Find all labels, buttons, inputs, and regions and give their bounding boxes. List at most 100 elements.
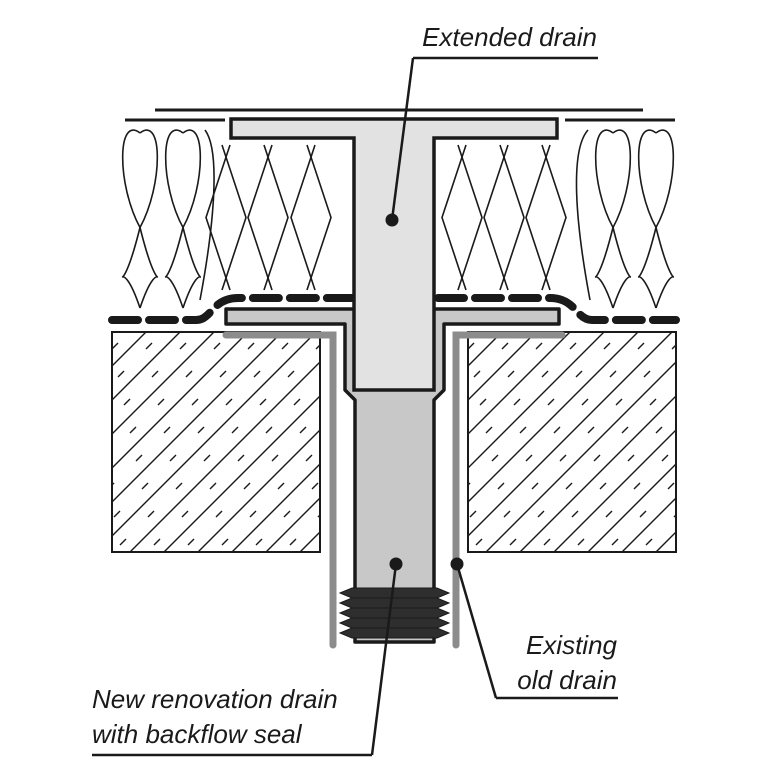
hatch-dash	[187, 538, 195, 546]
hatch-dash	[460, 539, 466, 545]
hatch-dash	[259, 398, 267, 406]
hatch-dash	[690, 343, 696, 349]
label-existing-line1: Existing	[526, 630, 618, 660]
hatch-line	[163, 395, 320, 552]
hatch-dash	[730, 455, 736, 461]
hatch-dash	[509, 538, 517, 546]
hatch-dash	[667, 482, 675, 490]
hatch-dash	[442, 455, 448, 461]
hatch-dash	[287, 370, 295, 378]
hatch-dash	[80, 511, 86, 517]
leader-old-drain	[450, 557, 618, 700]
hatch-line	[231, 463, 320, 552]
hatch-dash	[718, 399, 724, 405]
hatch-line	[621, 497, 676, 552]
hatch-dash	[696, 455, 702, 461]
hatch-dash	[213, 342, 221, 350]
hatch-line	[519, 395, 676, 552]
insulation-loop	[164, 129, 202, 309]
hatch-line	[112, 332, 215, 435]
hatch-line	[468, 332, 571, 435]
hatch-dash	[179, 342, 187, 350]
hatch-dash	[577, 538, 585, 546]
existing-old-drain	[222, 331, 566, 649]
insulation-strand	[457, 144, 483, 291]
hatch-dash	[547, 398, 555, 406]
seal-ridge	[338, 587, 451, 599]
insulation-strand	[306, 144, 332, 291]
hatch-dash	[151, 370, 159, 378]
hatch-dash	[615, 398, 623, 406]
hatch-dash	[475, 538, 483, 546]
hatch-dash	[752, 399, 758, 405]
hatch-dash	[519, 426, 527, 434]
hatch-dash	[322, 371, 328, 377]
hatch-dash	[163, 426, 171, 434]
hatch-dash	[265, 426, 273, 434]
hatch-line	[587, 463, 676, 552]
insulation-strand	[263, 144, 289, 291]
hatch-dash	[102, 455, 108, 461]
hatch-dash	[553, 426, 561, 434]
hatch-dash	[185, 370, 193, 378]
hatch-dash	[340, 539, 346, 545]
hatch-dash	[340, 455, 346, 461]
hatch-line	[112, 332, 283, 503]
hatch-line	[197, 429, 320, 552]
hatch-dash	[317, 514, 320, 518]
hatch-dash	[639, 510, 647, 518]
label-new-drain-line2: with backflow seal	[92, 719, 303, 749]
leader-extended-drain	[385, 56, 598, 227]
hatch-dash	[52, 539, 58, 545]
seal-ridge	[338, 617, 451, 629]
hatch-dash	[497, 482, 505, 490]
hatch-dash	[305, 454, 313, 462]
hatch-line	[724, 332, 768, 552]
hatch-dash	[181, 510, 189, 518]
hatch-dash	[690, 427, 696, 433]
hatch-dash	[18, 539, 24, 545]
hatch-dash	[469, 510, 477, 518]
hatch-dash	[599, 482, 607, 490]
insulation-right	[441, 129, 675, 309]
insulation-loop	[637, 129, 675, 309]
hatch-dash	[221, 538, 229, 546]
hatch-dash	[503, 510, 511, 518]
hatch-dash	[243, 482, 251, 490]
hatch-dash	[6, 483, 12, 489]
hatch-dash	[513, 398, 521, 406]
membrane	[108, 294, 680, 324]
hatch-dash	[468, 482, 471, 486]
hatch-line	[468, 332, 673, 537]
insulation-strand	[575, 129, 591, 301]
hatch-dash	[736, 483, 742, 489]
hatch-dash	[702, 483, 708, 489]
hatch-line	[553, 429, 676, 552]
hatch-line	[265, 497, 320, 552]
hatch-line	[758, 332, 768, 552]
hatch-dash	[507, 370, 515, 378]
hatch-dash	[446, 399, 452, 405]
hatch-line	[129, 361, 320, 552]
hatch-dash	[112, 482, 115, 486]
hatch-dash	[543, 538, 551, 546]
hatch-dash	[62, 427, 68, 433]
hatch-dash	[90, 399, 96, 405]
hatch-dash	[191, 398, 199, 406]
hatch-dash	[637, 342, 645, 350]
hatch-dash	[209, 482, 217, 490]
hatch-dash	[40, 483, 46, 489]
hatch-dash	[680, 539, 686, 545]
hatch-dash	[611, 538, 619, 546]
hatch-dash	[281, 342, 289, 350]
hatch-dash	[157, 398, 165, 406]
hatch-dash	[113, 510, 121, 518]
insulation-strand	[499, 144, 525, 291]
insulation-strand	[441, 144, 467, 291]
hatch-dash	[324, 539, 330, 545]
hatch-dash	[135, 454, 143, 462]
hatch-dash	[249, 510, 257, 518]
hatch-dash	[758, 427, 764, 433]
insulation-strand	[205, 144, 231, 291]
hatch-dash	[46, 511, 52, 517]
